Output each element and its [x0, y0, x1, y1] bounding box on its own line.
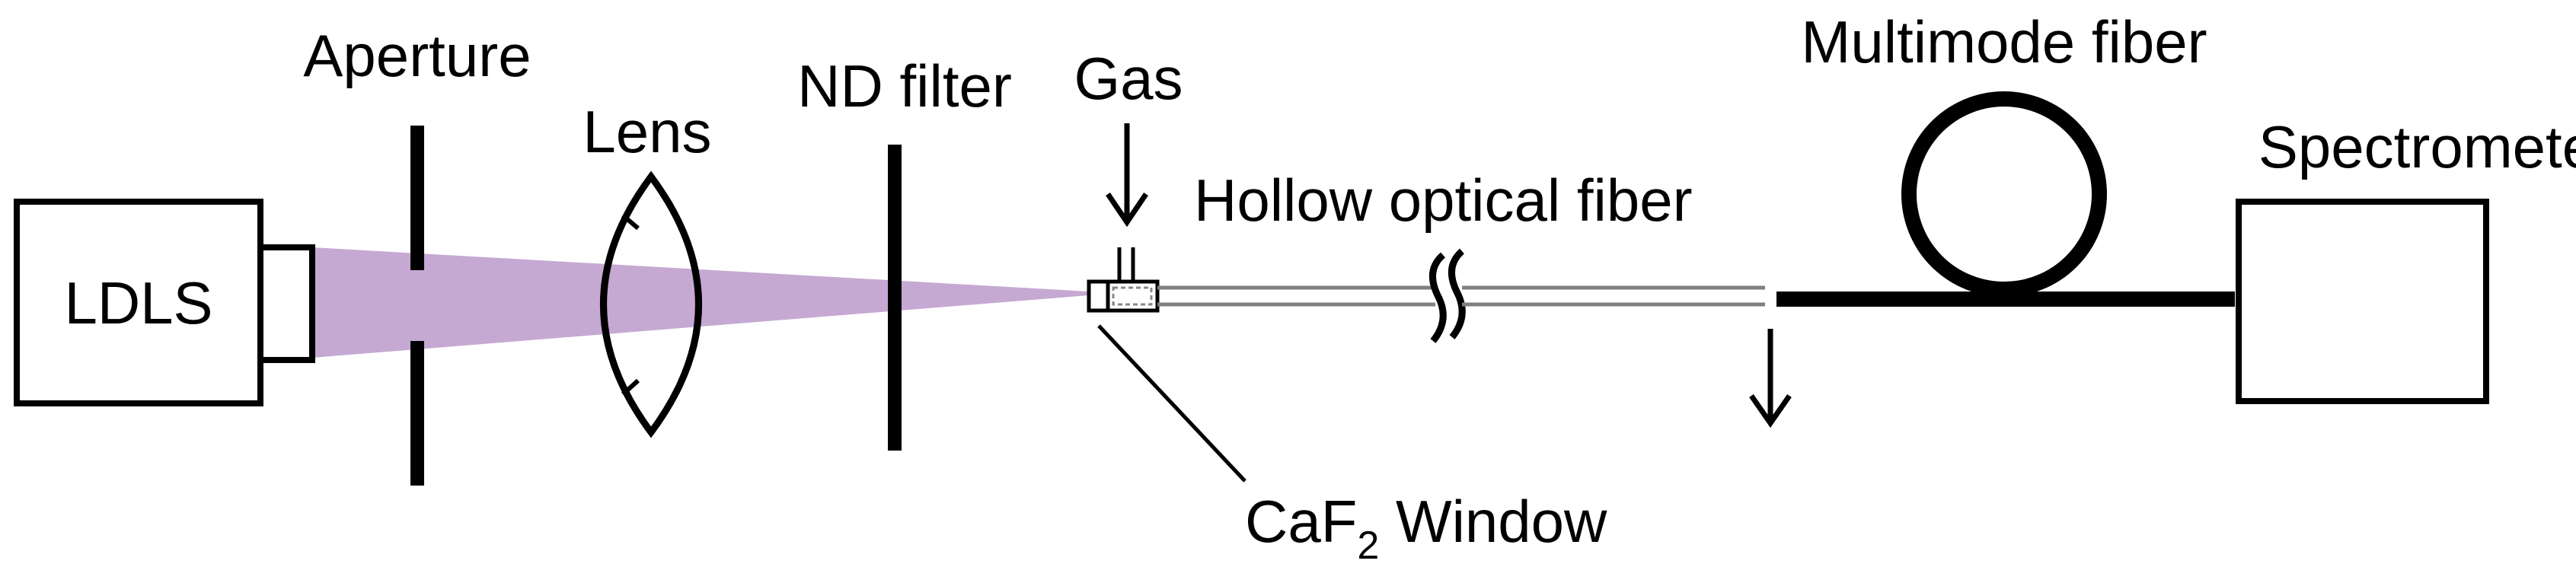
nd-filter-label: ND filter: [797, 53, 1012, 119]
ldls-source: LDLS: [14, 199, 315, 406]
caf2-window-label: CaF2 Window: [1245, 488, 1607, 568]
caf2-window-label-sub: 2: [1357, 524, 1379, 568]
nd-filter: ND filter: [797, 53, 1012, 451]
hollow-fiber-label: Hollow optical fiber: [1194, 167, 1693, 234]
caf2-window-leader-line: [1097, 324, 1247, 483]
spectrometer-label: Spectrometer: [2258, 113, 2576, 180]
lens: Lens: [583, 98, 712, 438]
aperture-label: Aperture: [303, 22, 531, 89]
lens-shape: [600, 170, 702, 438]
caf2-window-label-rest: Window: [1379, 488, 1607, 555]
spectrometer: Spectrometer: [2236, 113, 2576, 404]
ldls-output-port: [257, 244, 315, 363]
gas-label: Gas: [1074, 45, 1183, 112]
multimode-fiber-label: Multimode fiber: [1801, 8, 2207, 75]
lens-label: Lens: [583, 98, 711, 165]
lens-top-mark: [621, 213, 640, 231]
aperture: Aperture: [303, 22, 531, 486]
gas-outlet: [1749, 329, 1792, 428]
gas-outlet-arrow-head: [1749, 394, 1792, 428]
caf2-window-callout: CaF2 Window: [1097, 324, 1607, 568]
fiber-break-mark-right: [1448, 248, 1466, 339]
caf2-window-label-main: CaF: [1245, 488, 1357, 555]
gas-cell: [1087, 279, 1160, 313]
ldls-label: LDLS: [64, 269, 212, 336]
lens-bottom-mark: [621, 378, 640, 397]
spectrometer-box: [2236, 199, 2489, 404]
gas-cell-body: [1087, 279, 1160, 313]
gas-cell-inner: [1112, 286, 1153, 306]
gas-arrow-head: [1106, 193, 1148, 228]
hollow-fiber: Hollow optical fiber: [1157, 167, 1765, 343]
multimode-fiber: Multimode fiber: [1776, 8, 2235, 307]
multimode-fiber-loop: [1901, 91, 2107, 297]
fiber-break-mark-left: [1428, 252, 1447, 343]
gas-inlet: Gas: [1074, 45, 1183, 282]
